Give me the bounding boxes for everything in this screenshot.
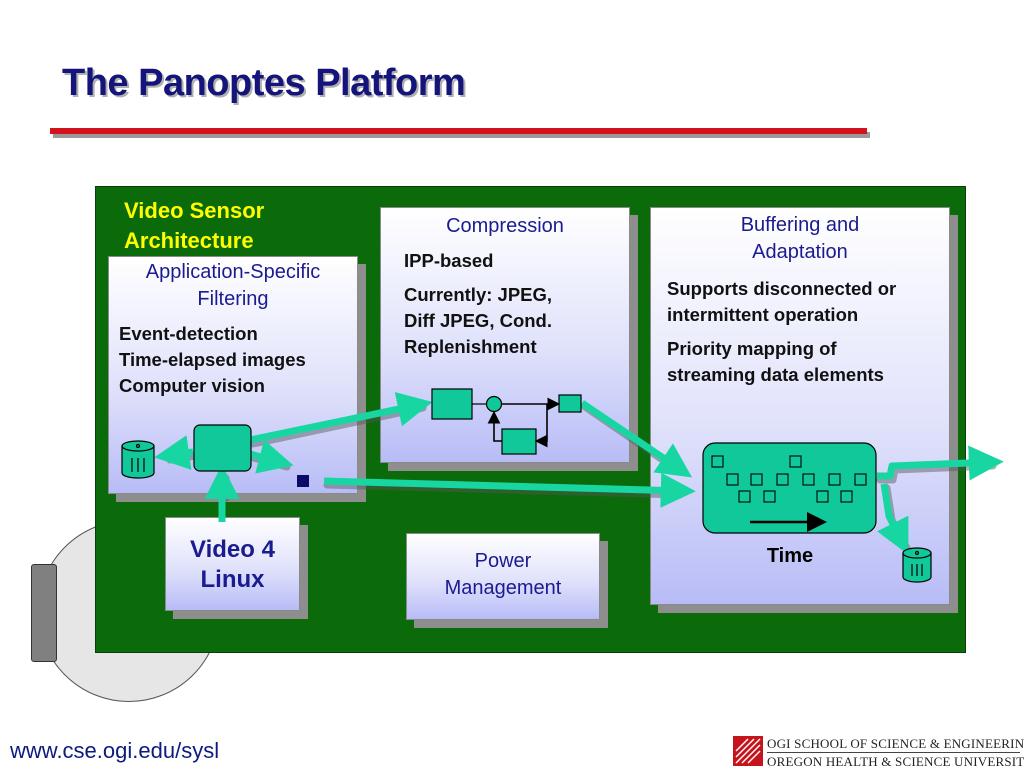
- flow-arrow: [323, 472, 696, 508]
- flow-arrow: [580, 400, 693, 478]
- filtering-item: Event-detection: [119, 323, 258, 344]
- power-label: Power Management: [444, 550, 562, 599]
- architecture-label: Video Sensor Architecture: [124, 198, 265, 253]
- filtering-item: Computer vision: [119, 375, 265, 396]
- flow-arrow: [877, 483, 909, 555]
- filtering-item: Time-elapsed images: [119, 349, 306, 370]
- filtering-items: Event-detection Time-elapsed images Comp…: [119, 321, 357, 399]
- flow-arrow: [154, 435, 194, 470]
- compression-pipeline-icon: [431, 388, 582, 455]
- title-rule-shadow: [53, 132, 870, 138]
- title-rule: [50, 128, 867, 134]
- filtering-title: Application-Specific Filtering: [145, 261, 321, 310]
- camera-mount-icon: [31, 564, 57, 662]
- filter-node-icon: [193, 424, 252, 472]
- flow-arrow: [249, 392, 433, 444]
- compression-text: IPP-based Currently: JPEG, Diff JPEG, Co…: [404, 250, 553, 357]
- flow-arrow: [249, 439, 294, 474]
- ogi-logo-icon: [733, 736, 763, 766]
- time-label: Time: [767, 545, 813, 567]
- storage-cylinder-icon: [902, 547, 932, 583]
- institution-rule: [767, 752, 1020, 753]
- slide-title: The Panoptes Platform: [62, 62, 466, 104]
- compression-card: Compression IPP-based Currently: JPEG, D…: [380, 207, 630, 463]
- video4linux-card: Video 4 Linux: [165, 517, 300, 611]
- storage-cylinder-icon: [121, 440, 155, 479]
- institution-name: OGI SCHOOL OF SCIENCE & ENGINEERING OREG…: [767, 736, 1024, 769]
- flow-arrow: [877, 445, 1004, 481]
- buffering-title: Buffering and Adaptation: [740, 214, 860, 263]
- compression-title: Compression: [446, 215, 564, 237]
- power-card: Power Management: [406, 533, 600, 620]
- data-packet-icon: [297, 475, 309, 487]
- queue-buffer-icon: [702, 442, 877, 534]
- footer-url[interactable]: www.cse.ogi.edu/sysl: [10, 738, 220, 763]
- buffering-text: Supports disconnected or intermittent op…: [667, 278, 897, 385]
- video4linux-label: Video 4 Linux: [190, 536, 275, 593]
